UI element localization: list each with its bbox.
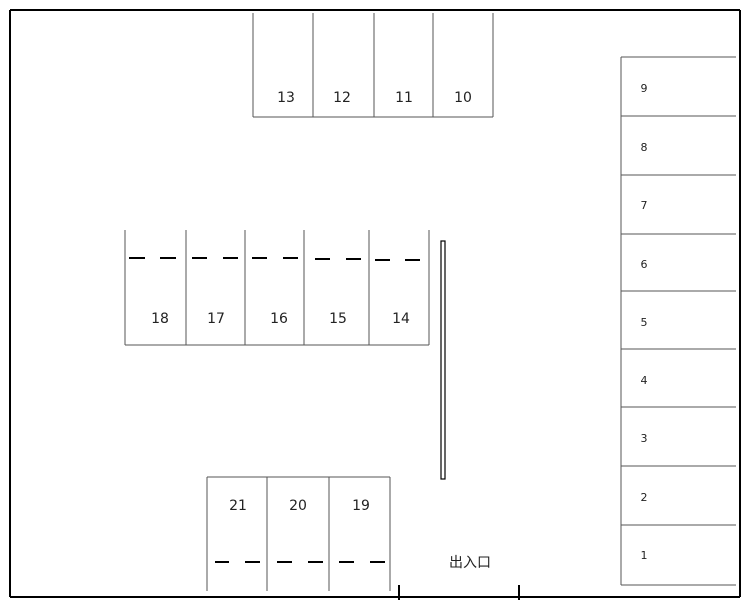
stall-2-label: 2: [641, 491, 648, 504]
stall-9-label: 9: [641, 82, 648, 95]
stall-21-label: 21: [229, 498, 247, 514]
entrance: 出入口: [398, 555, 520, 600]
stall-row-top: [252, 13, 494, 118]
stall-18-label: 18: [151, 311, 169, 327]
stall-7-label: 7: [641, 199, 648, 212]
stall-14-label: 14: [392, 311, 410, 327]
stall-10-label: 10: [454, 90, 472, 106]
stall-13-label: 13: [277, 90, 295, 106]
stall-row-bottom: [206, 476, 391, 591]
stall-8-label: 8: [641, 141, 648, 154]
stall-16-label: 16: [270, 311, 288, 327]
stall-11-label: 11: [395, 90, 413, 106]
stall-12-label: 12: [333, 90, 351, 106]
stall-4-label: 4: [641, 374, 648, 387]
stall-20-label: 20: [289, 498, 307, 514]
stall-row-middle: [124, 230, 430, 346]
stall-17-label: 17: [207, 311, 225, 327]
middle-row-dashes: [129, 257, 420, 261]
barrier: [440, 240, 446, 480]
stall-15-label: 15: [329, 311, 347, 327]
stall-6-label: 6: [641, 258, 648, 271]
stall-3-label: 3: [641, 432, 648, 445]
lot-boundary: [9, 9, 741, 598]
stall-5-label: 5: [641, 316, 648, 329]
stall-1-label: 1: [641, 549, 648, 562]
entrance-label: 出入口: [449, 555, 491, 571]
stall-column-right: [620, 56, 736, 586]
stall-19-label: 19: [352, 498, 370, 514]
